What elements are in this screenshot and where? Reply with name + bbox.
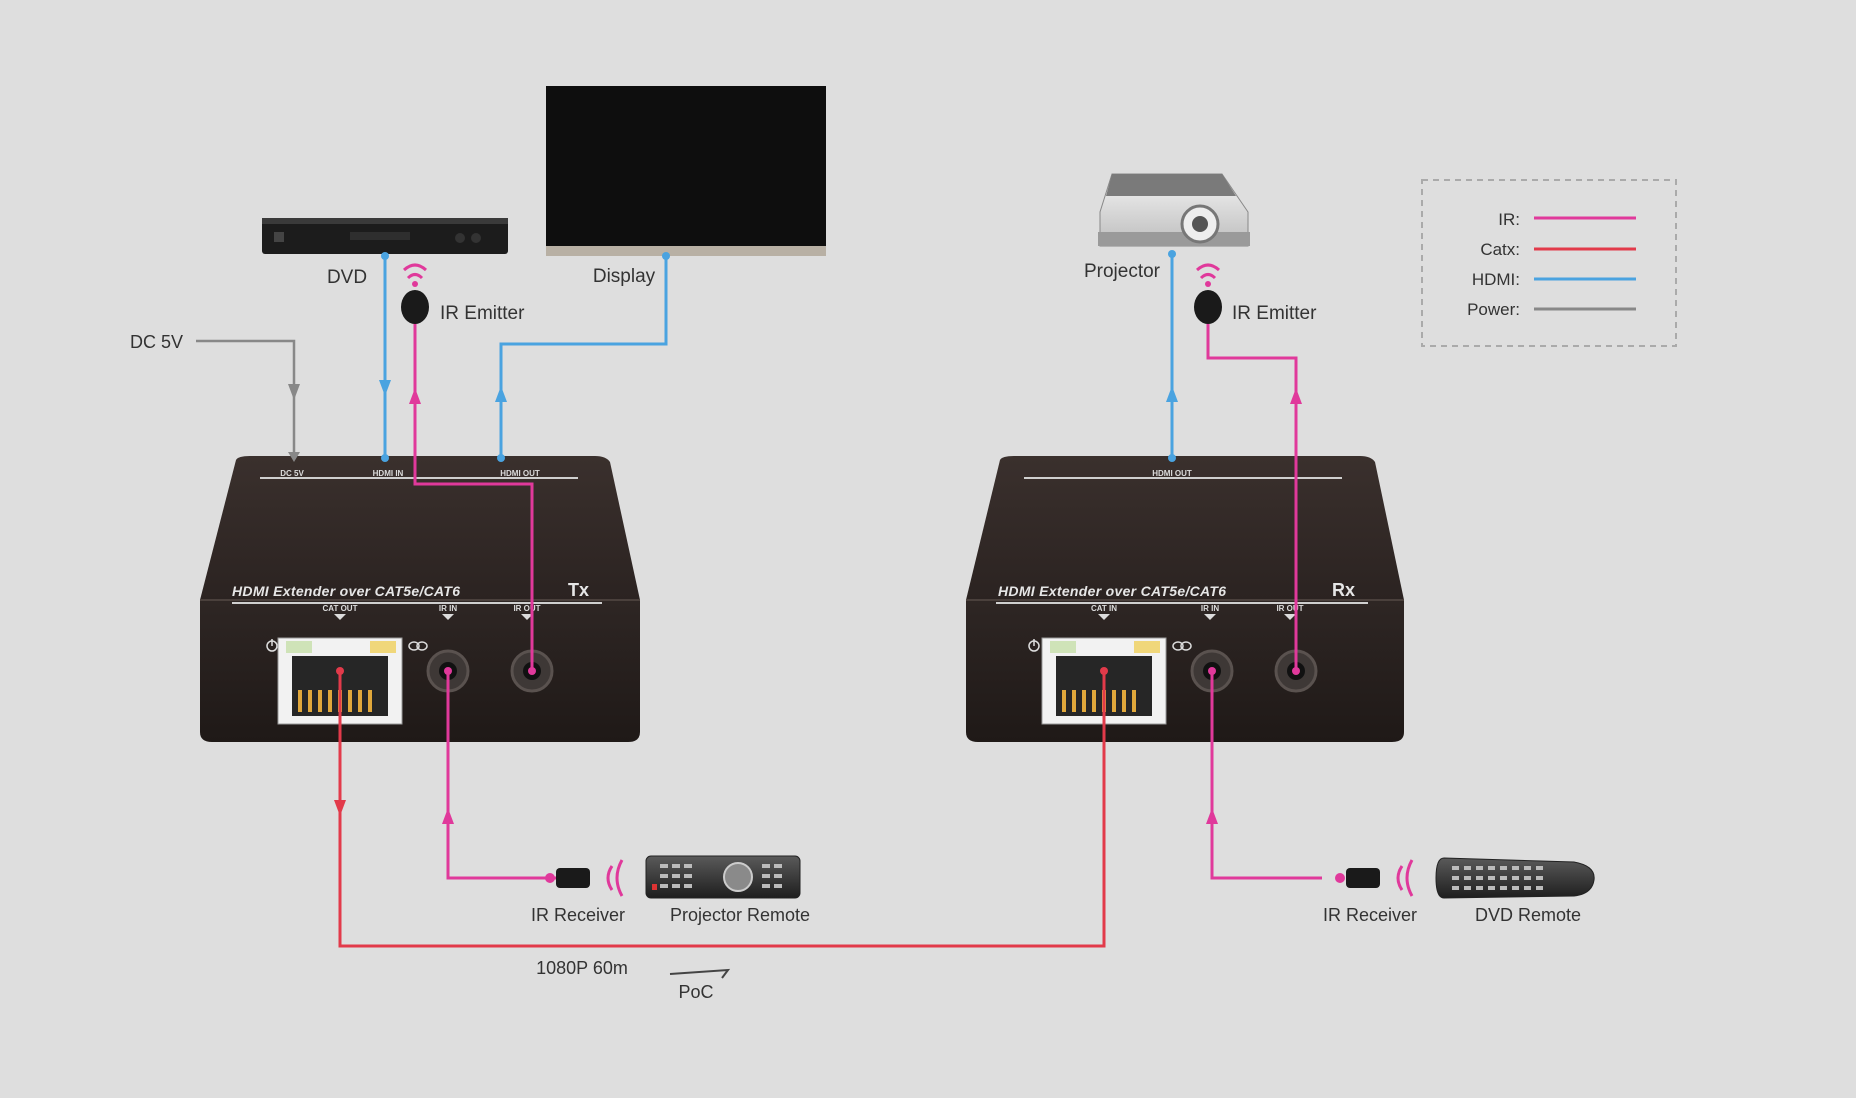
projector [1098, 173, 1250, 247]
projector-remote [645, 855, 801, 899]
hdmi-cable-projector [1166, 250, 1178, 462]
dvd-label: DVD [327, 267, 367, 288]
rx-extender-box: HDMI Extender over CAT5e/CAT6 Rx HDMI OU… [966, 456, 1404, 742]
ir-emitter-tx [401, 263, 429, 324]
tx-port-dc5v: DC 5V [280, 469, 304, 478]
dvd-remote-label: DVD Remote [1475, 905, 1581, 925]
tx-port-cat-out: CAT OUT [323, 604, 358, 613]
cable-distance-label: 1080P 60m [536, 958, 628, 978]
ir-emitter-tx-label: IR Emitter [440, 303, 525, 324]
tx-port-hdmi-in: HDMI IN [373, 469, 404, 478]
tx-port-ir-out: IR OUT [513, 604, 540, 613]
legend-label-power: Power: [1467, 300, 1520, 319]
power-indicator-icon [266, 639, 278, 652]
rx-port-ir-out: IR OUT [1276, 604, 1303, 613]
poc-arrow-icon [669, 968, 731, 979]
ir-emitter-cable-rx [1206, 318, 1302, 675]
hdmi-cable-display [495, 252, 670, 462]
catx-cable [334, 667, 1108, 948]
rx-port-hdmi-out: HDMI OUT [1152, 469, 1192, 478]
ir-receiver-tx [545, 859, 624, 897]
ir-receiver-cable-rx [1206, 667, 1322, 880]
display-screen [546, 86, 826, 256]
rx-box-tag: Rx [1332, 580, 1355, 600]
rx-port-ir-in: IR IN [1201, 604, 1219, 613]
legend: IR: Catx: HDMI: Power: [1421, 179, 1677, 347]
power-indicator-icon [1028, 639, 1040, 652]
rx-port-cat-in: CAT IN [1091, 604, 1117, 613]
power-cable [196, 339, 300, 462]
poc-label: PoC [678, 982, 713, 1002]
ir-receiver-rx-label: IR Receiver [1323, 905, 1417, 925]
tx-port-hdmi-out: HDMI OUT [500, 469, 540, 478]
tx-port-ir-in: IR IN [439, 604, 457, 613]
legend-label-catx: Catx: [1480, 240, 1520, 259]
legend-label-hdmi: HDMI: [1472, 270, 1520, 289]
ir-receiver-tx-label: IR Receiver [531, 905, 625, 925]
tx-box-title: HDMI Extender over CAT5e/CAT6 [232, 583, 460, 599]
link-indicator-icon [408, 641, 428, 651]
tx-box-tag: Tx [568, 580, 589, 600]
display-label: Display [593, 266, 656, 287]
rx-box-title: HDMI Extender over CAT5e/CAT6 [998, 583, 1226, 599]
dc5v-label: DC 5V [130, 332, 183, 352]
ir-emitter-rx-label: IR Emitter [1232, 303, 1317, 324]
hdmi-cable-dvd [379, 252, 391, 462]
projector-label: Projector [1084, 261, 1161, 282]
ir-receiver-rx [1335, 859, 1414, 897]
projector-remote-label: Projector Remote [670, 905, 810, 925]
ir-emitter-cable-tx [409, 320, 536, 675]
dvd-player [262, 218, 508, 254]
legend-label-ir: IR: [1498, 210, 1520, 229]
ir-emitter-rx [1194, 263, 1222, 324]
link-indicator-icon [1172, 641, 1192, 651]
ir-receiver-cable-tx [442, 667, 556, 880]
tx-extender-box: HDMI Extender over CAT5e/CAT6 Tx DC 5V H… [200, 456, 640, 742]
dvd-remote [1435, 857, 1595, 899]
